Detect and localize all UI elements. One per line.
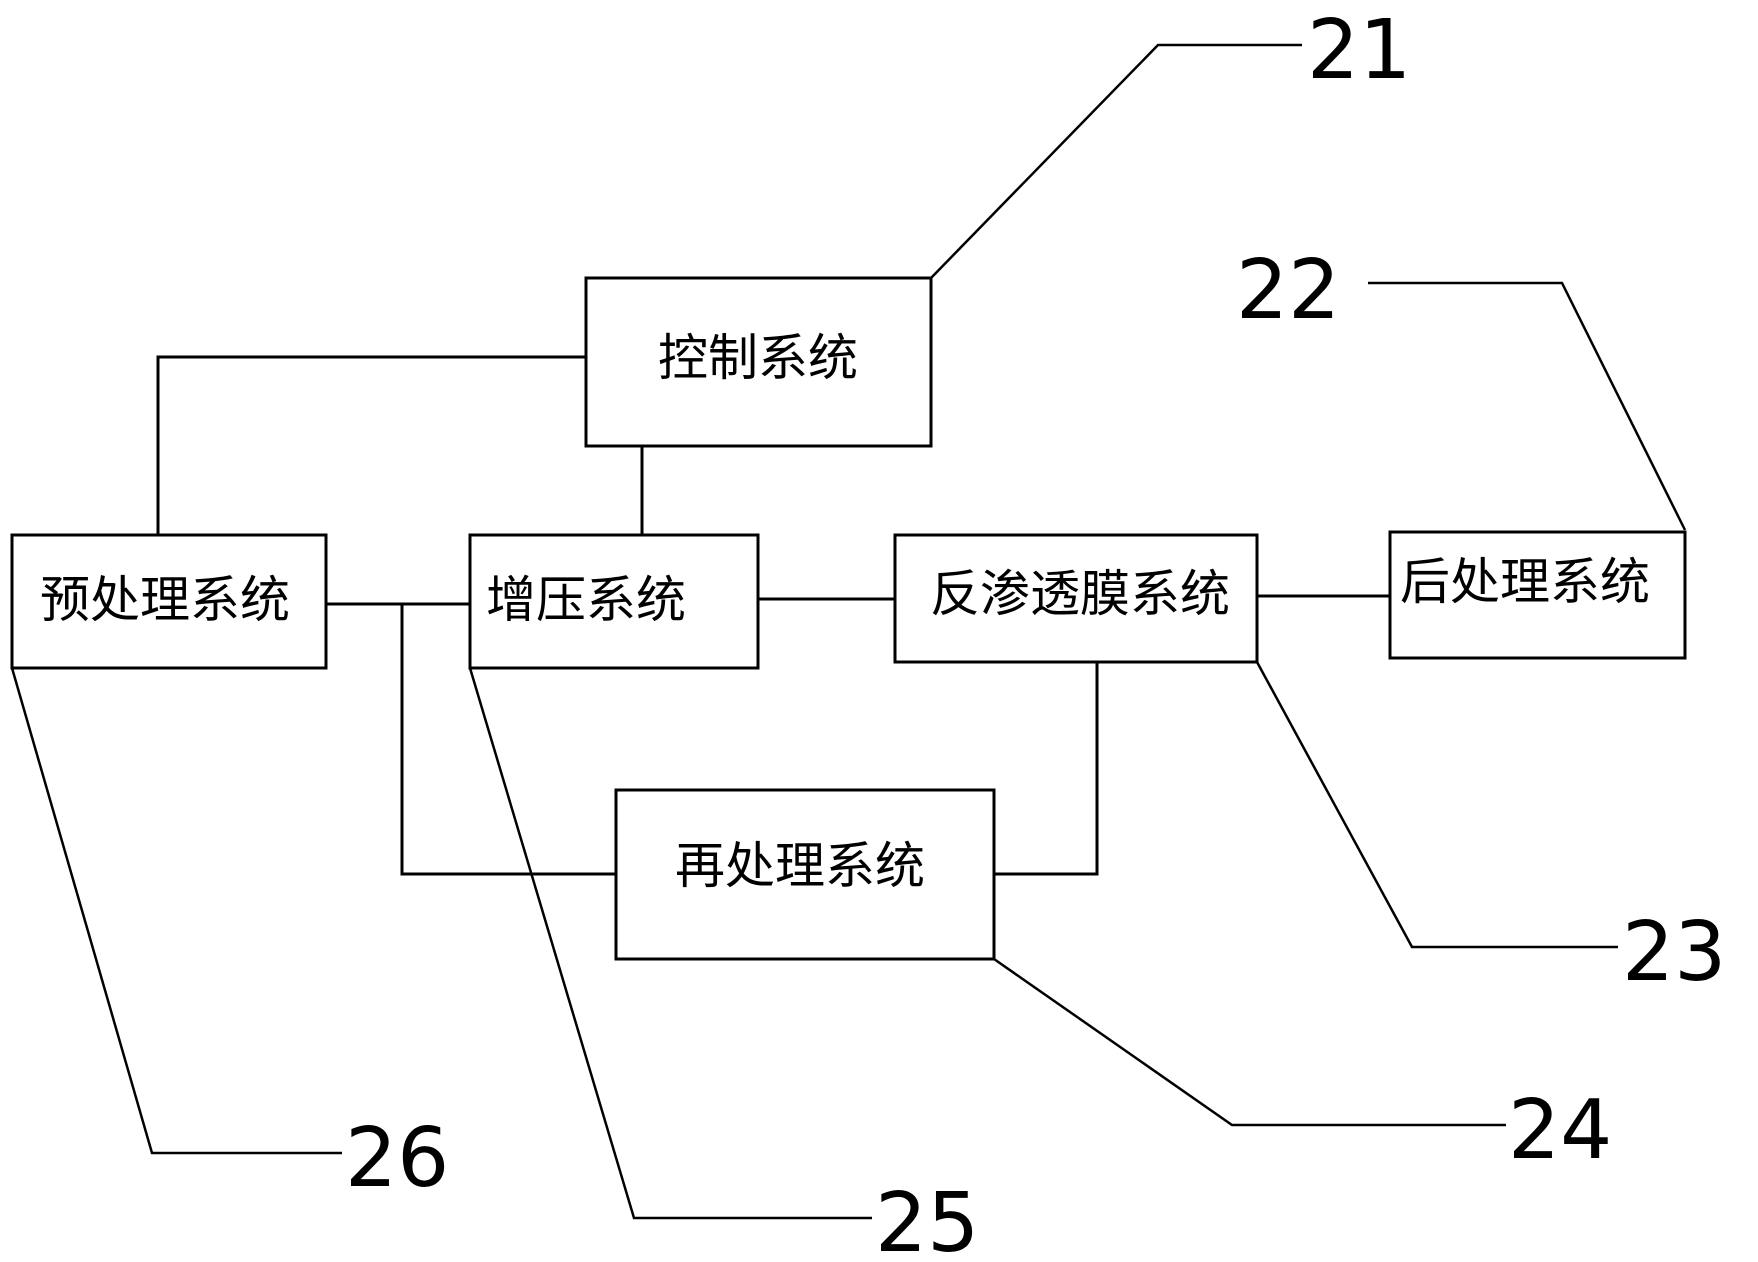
leader-25: [468, 667, 872, 1220]
leader-26: [10, 667, 342, 1155]
booster-system-box: 增压系统: [468, 533, 760, 670]
leader-22: [1368, 281, 1687, 531]
ref-numeral-25: 25: [875, 1176, 979, 1262]
leader-24: [993, 957, 1506, 1127]
reverse-osmosis-system-label: 反渗透膜系统: [930, 565, 1230, 623]
pretreatment-system-box: 预处理系统: [10, 533, 328, 670]
wire-reprocessing-to-junction: [400, 604, 616, 876]
leader-23: [1255, 661, 1618, 949]
ref-numeral-22: 22: [1236, 243, 1340, 338]
pretreatment-system-label: 预处理系统: [40, 571, 290, 629]
ref-numeral-21: 21: [1307, 3, 1411, 98]
control-system-box: 控制系统: [584, 276, 933, 448]
control-system-label: 控制系统: [658, 329, 858, 387]
reprocessing-system-box: 再处理系统: [614, 788, 996, 961]
wire-reverse-osmosis-to-reprocessing: [994, 662, 1099, 876]
posttreatment-system-label: 后处理系统: [1400, 553, 1650, 611]
connection-lines: [156, 355, 1390, 876]
reverse-osmosis-system-box: 反渗透膜系统: [893, 533, 1259, 664]
reprocessing-system-label: 再处理系统: [675, 837, 925, 895]
posttreatment-system-box: 后处理系统: [1388, 530, 1687, 660]
ref-numeral-24: 24: [1508, 1083, 1612, 1178]
leader-lines: [10, 43, 1687, 1220]
ref-numeral-23: 23: [1622, 905, 1726, 1000]
booster-system-label: 增压系统: [486, 571, 686, 629]
ref-numeral-26: 26: [345, 1111, 449, 1206]
wire-control-to-pretreatment: [156, 355, 586, 535]
leader-21: [930, 43, 1302, 279]
